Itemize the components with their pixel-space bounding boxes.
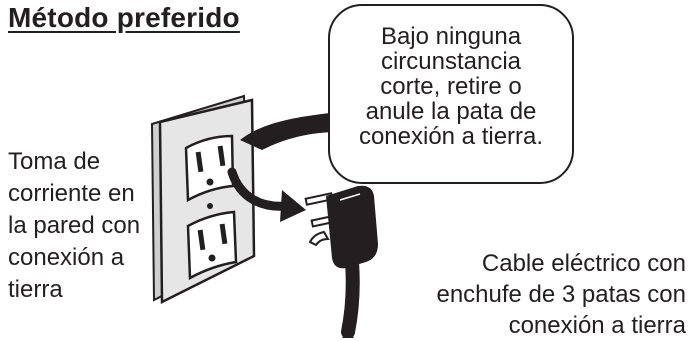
three-prong-plug-icon: [304, 185, 378, 338]
outlet-label-line: conexión a: [8, 244, 125, 271]
outlet-label-line: Toma de: [8, 148, 101, 175]
warning-text: Bajo ninguna circunstancia corte, retire…: [330, 24, 572, 149]
plug-label: Cable eléctrico con enchufe de 3 patas c…: [366, 248, 686, 341]
warning-line: corte, retire o: [380, 73, 522, 100]
callout-tail: [240, 112, 340, 150]
plug-label-line: Cable eléctrico con: [481, 250, 686, 277]
warning-line: Bajo ninguna: [380, 23, 522, 50]
plug-label-line: conexión a tierra: [508, 312, 686, 339]
page-title: Método preferido: [8, 2, 240, 33]
warning-line: circunstancia: [380, 48, 522, 75]
outlet-label-line: tierra: [8, 276, 63, 303]
warning-line: anule la pata de: [365, 98, 537, 125]
outlet-label-line: corriente en: [8, 180, 135, 207]
warning-line: conexión a tierra.: [358, 123, 544, 150]
wall-outlet-icon: [150, 94, 256, 305]
outlet-label: Toma de corriente en la pared con conexi…: [8, 146, 178, 306]
plug-label-line: enchufe de 3 patas con: [436, 281, 686, 308]
curved-arrow-icon: [227, 167, 306, 222]
warning-callout: [328, 4, 574, 184]
outlet-label-line: la pared con: [8, 212, 141, 239]
